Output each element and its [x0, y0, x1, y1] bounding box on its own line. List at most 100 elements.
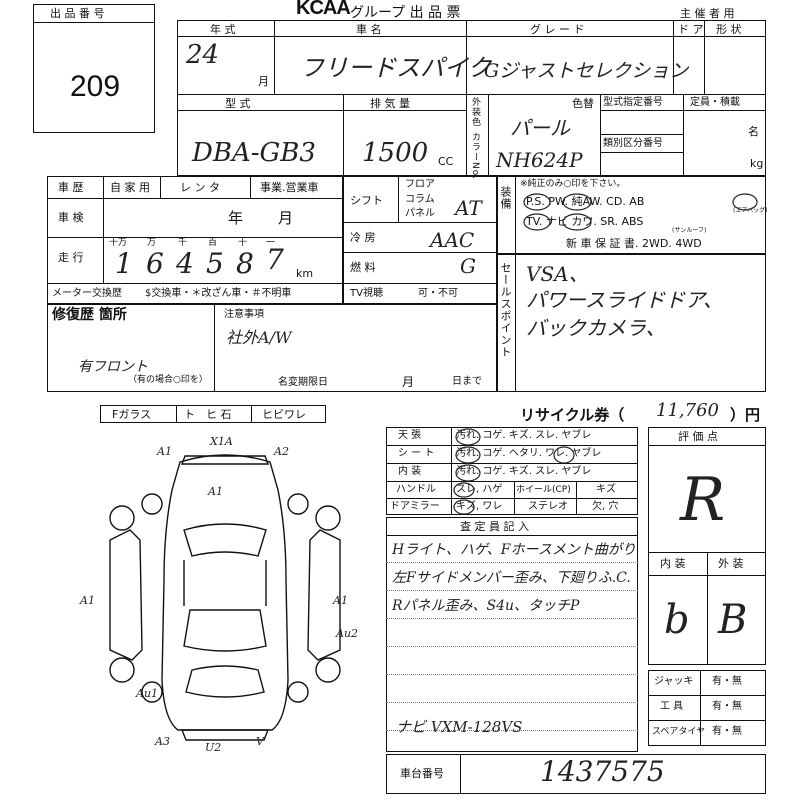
inspector-line-3: Rパネル歪み、S4u、タッチP — [392, 598, 580, 614]
repair-handnote: 有フロント — [78, 359, 148, 375]
sales-point-line-1: VSA、 — [526, 262, 589, 286]
displacement-value: 1500 — [362, 138, 429, 168]
jack-value: 有・無 — [712, 676, 742, 687]
car-name-value: フリードスパイク — [300, 54, 492, 82]
year-label: 年 式 — [210, 23, 236, 36]
interior-row-handle-label: ハンドル — [396, 484, 436, 495]
interior-row-ceiling-items: 汚れ. コゲ. キズ. スレ. ヤブレ — [456, 430, 592, 441]
glass-opt-3: ヒビワレ — [262, 408, 306, 421]
inspection-month: 月 — [278, 209, 294, 227]
spec-table — [343, 176, 497, 304]
cc-unit: CC — [438, 155, 454, 168]
wheel-cap-value: キズ — [596, 484, 616, 495]
repair-footnote: （有の場合○印を） — [128, 375, 208, 385]
inspector-line-2: 左Fサイドメンバー歪み、下廻りふ.C. — [392, 570, 631, 586]
equipment-line3: 新 車 保 証 書. 2WD. 4WD — [566, 237, 702, 250]
spare-tire-value: 有・無 — [712, 726, 742, 737]
persons-unit: 名 — [748, 125, 759, 138]
vehicle-info-table — [177, 20, 766, 176]
equipment-line2: TV. ナビ カワ. SR. ABS — [526, 215, 644, 228]
history-rental: レ ン タ — [180, 181, 220, 194]
notes-value: 社外A/W — [226, 328, 292, 347]
notes-label: 注意事項 — [224, 309, 264, 320]
tools-table — [648, 670, 766, 746]
mileage-digit-1: 1 — [115, 247, 133, 280]
interior-row-ceiling-label: 天 張 — [398, 430, 422, 441]
mileage-digit-4: 5 — [206, 247, 224, 280]
type-no-label: 型式指定番号 — [603, 97, 663, 108]
km-unit: km — [296, 267, 314, 280]
exterior-color-label: 外装色 — [470, 97, 480, 127]
spare-tire-label: スペアタイヤ — [652, 727, 706, 737]
inspector-bottom: ナビ VXM-128VS — [396, 718, 523, 736]
recycle-value: 11,760 — [656, 400, 719, 421]
interior-row-seat-label: シ ー ト — [398, 448, 435, 459]
mileage-unit-100k: 十万 — [109, 238, 128, 248]
aircon-value: AAC — [430, 228, 475, 252]
mark-v: V — [256, 735, 264, 748]
capacity-label: 定員・積載 — [690, 97, 740, 108]
interior-row-handle-items: スレ, ハゲ — [456, 484, 503, 495]
recycle-unit: ）円 — [730, 406, 761, 424]
shift-column: コラム — [405, 194, 435, 205]
sunroof-note: (サンルーフ) — [672, 227, 707, 234]
mark-a1-topleft: A1 — [157, 445, 172, 458]
car-name-label: 車 名 — [356, 23, 382, 36]
equipment-line1: P.S. PW. 純AW. CD. AB — [526, 195, 645, 208]
chassis-label: 車台番号 — [400, 767, 444, 780]
score-label: 評 価 点 — [678, 430, 718, 443]
tool-label: 工 具 — [660, 701, 684, 712]
kg-unit: kg — [750, 157, 764, 170]
shift-value: AT — [455, 196, 482, 220]
mileage-unit-10: 十 — [238, 238, 248, 248]
mileage-unit-100: 百 — [208, 238, 218, 248]
inspection-label: 車 検 — [58, 211, 84, 224]
deadline-day: 日まで — [452, 376, 482, 387]
shift-panel: パネル — [405, 208, 435, 219]
history-private: 自 家 用 — [110, 181, 150, 194]
interior-row-mirror-items: キズ, ワレ — [456, 501, 503, 512]
shift-label: シフト — [350, 194, 383, 207]
repair-label: 修復歴 箇所 — [52, 307, 127, 323]
sales-point-line-2: パワースライドドア、 — [526, 288, 723, 312]
mileage-unit-10k: 万 — [147, 238, 157, 248]
brand-logo: KCAA — [296, 0, 351, 19]
model-year-value: 24 — [186, 40, 220, 70]
mileage-digit-6: 7 — [266, 243, 284, 276]
meter-options: $交換車・＊改ざん車・＃不明車 — [145, 288, 292, 299]
mark-a2-topright: A2 — [274, 445, 289, 458]
mark-x1a: X1A — [210, 435, 233, 448]
color-change-label: 色替 — [572, 97, 594, 110]
interior-row-mirror-label: ドアミラー — [390, 501, 440, 512]
tool-value: 有・無 — [712, 701, 742, 712]
inspector-notes — [386, 517, 638, 752]
chassis-value: 1437575 — [540, 755, 665, 788]
interior-row-trim-items: 汚れ. コゲ. キズ. スレ. ヤブレ — [456, 466, 592, 477]
interior-circles — [453, 428, 575, 515]
stereo-label: ステレオ — [528, 501, 568, 512]
wheel-cap-label: ホイール(CP) — [516, 485, 571, 495]
equipment-note: ※純正のみ○印を下さい。 — [520, 179, 626, 189]
car-diagram — [109, 454, 341, 741]
exterior-score-value: B — [718, 597, 748, 643]
color-no-value: NH624P — [496, 148, 583, 172]
grade-label: グ レ ー ド — [530, 23, 585, 36]
mileage-digit-2: 6 — [146, 247, 164, 280]
sales-point-box — [497, 254, 766, 392]
mileage-digit-3: 4 — [176, 247, 194, 280]
shape-label: 形 状 — [716, 23, 742, 36]
inspector-line-1: Hライト、ハゲ、Fホースメント曲がり — [392, 542, 636, 558]
deadline-month: 月 — [402, 375, 415, 389]
lot-number: 209 — [70, 70, 121, 103]
airbag-note: (エアバッグ) — [733, 207, 768, 214]
mark-a1-hood: A1 — [208, 485, 223, 498]
sales-point-label: セールスポイント — [499, 262, 512, 358]
mileage-label: 走 行 — [58, 251, 84, 264]
deadline-label: 名変期限日 — [278, 377, 328, 388]
aircon-label: 冷 房 — [350, 231, 376, 244]
color-no-label: カラーNo. — [470, 132, 480, 180]
model-label: 型 式 — [225, 97, 251, 110]
organizer-label: 主 催 者 用 — [680, 7, 735, 20]
mark-u2: U2 — [205, 741, 222, 754]
glass-opt-2: ヒ 石 — [206, 408, 232, 421]
